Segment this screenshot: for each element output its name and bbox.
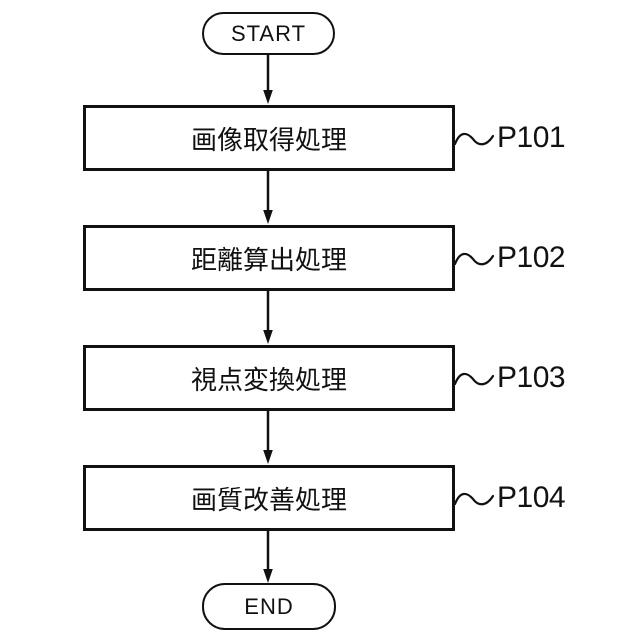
flow-arrow-step2-to-step3 [263,291,273,344]
tilde-connector-p102 [453,252,495,266]
process-step-1: 画像取得処理 [83,105,455,171]
ref-label-p102: P102 [497,241,566,274]
flow-arrow-step4-to-end [263,531,273,583]
process-step-4: 画質改善処理 [83,465,455,531]
flow-arrow-step1-to-step2 [263,171,273,224]
tilde-connector-p101 [453,132,495,146]
process-step-4-label: 画質改善処理 [190,484,347,515]
tilde-connector-p103 [453,372,495,386]
process-step-3: 視点変換処理 [83,345,455,411]
ref-label-p103: P103 [497,361,566,394]
process-step-3-label: 視点変換処理 [190,364,347,395]
process-step-2-label: 距離算出処理 [190,244,347,275]
flow-arrow-start-to-step1 [263,55,273,104]
ref-label-p104: P104 [497,481,566,514]
tilde-connector-p104 [453,492,495,506]
process-step-2: 距離算出処理 [83,225,455,291]
flow-arrow-step3-to-step4 [263,411,273,464]
ref-label-p101: P101 [497,121,566,154]
start-terminal-label: START [230,20,307,46]
start-terminal: START [202,12,335,55]
end-terminal-label: END [244,593,294,619]
process-step-1-label: 画像取得処理 [190,124,347,155]
end-terminal: END [202,583,336,630]
